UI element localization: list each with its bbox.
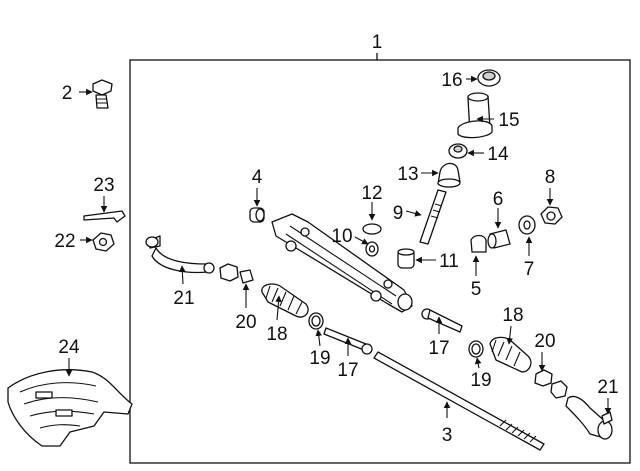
pinion-shaft-part-9 <box>419 189 447 245</box>
callout-8: 8 <box>545 167 556 188</box>
callout-20-right: 20 <box>534 331 555 352</box>
boot-part-13 <box>437 162 461 188</box>
callout-21-left: 21 <box>173 288 194 309</box>
callout-17-left: 17 <box>337 360 358 381</box>
callout-12: 12 <box>361 183 382 204</box>
yoke-part-11 <box>397 248 415 269</box>
callout-22: 22 <box>54 231 75 252</box>
callout-18-right: 18 <box>502 305 523 326</box>
spring-part-5 <box>470 234 487 253</box>
callout-19-left: 19 <box>309 348 330 369</box>
clamp-right-part-19 <box>468 340 484 358</box>
shield-part-24 <box>7 369 133 447</box>
bolt-part-2 <box>92 79 113 109</box>
jam-nut-left-part-20 <box>219 263 254 284</box>
callout-2: 2 <box>62 83 73 104</box>
bushing-part-4 <box>249 207 265 223</box>
callout-18-left: 18 <box>266 324 287 345</box>
nut-part-22 <box>92 232 115 252</box>
inner-tie-rod-right-part-17 <box>421 308 463 333</box>
callout-15: 15 <box>498 110 519 131</box>
callout-21-right: 21 <box>597 377 618 398</box>
callout-6: 6 <box>493 189 504 210</box>
callout-3: 3 <box>442 425 453 446</box>
rack-housing <box>271 213 413 313</box>
callout-13: 13 <box>397 164 418 185</box>
jam-nut-right-part-20 <box>534 369 568 399</box>
washer-part-7 <box>518 215 536 235</box>
callout-24: 24 <box>58 337 80 358</box>
callout-16: 16 <box>441 70 462 91</box>
sleeve-part-15 <box>457 92 493 139</box>
boot-right-part-18 <box>489 336 532 373</box>
clip-part-23 <box>83 210 126 223</box>
callout-14: 14 <box>487 144 509 165</box>
cap-part-16 <box>477 69 501 87</box>
snap-ring-part-12 <box>362 223 382 235</box>
callout-23: 23 <box>93 175 114 196</box>
callout-1: 1 <box>372 32 383 53</box>
leader-lines <box>65 75 612 418</box>
boot-left-part-18 <box>261 283 309 318</box>
callout-7: 7 <box>524 259 535 280</box>
rack-bar-part-3 <box>373 351 545 451</box>
callout-19-right: 19 <box>470 370 491 391</box>
seal-part-10 <box>365 241 379 257</box>
tie-rod-end-right-part-21 <box>565 395 613 440</box>
callout-17-right: 17 <box>428 338 449 359</box>
callout-20-left: 20 <box>235 312 256 333</box>
callout-5: 5 <box>471 279 482 300</box>
bushing-part-14 <box>448 143 468 159</box>
callout-11: 11 <box>439 251 459 272</box>
assembly-frame <box>129 53 631 464</box>
clamp-left-part-19 <box>308 312 324 330</box>
callout-10: 10 <box>331 226 352 247</box>
tie-rod-end-left-part-21 <box>145 235 215 274</box>
callout-4: 4 <box>252 167 263 188</box>
yoke-plug-part-6 <box>487 229 511 249</box>
lock-nut-part-8 <box>540 206 563 225</box>
callout-9: 9 <box>393 203 404 224</box>
